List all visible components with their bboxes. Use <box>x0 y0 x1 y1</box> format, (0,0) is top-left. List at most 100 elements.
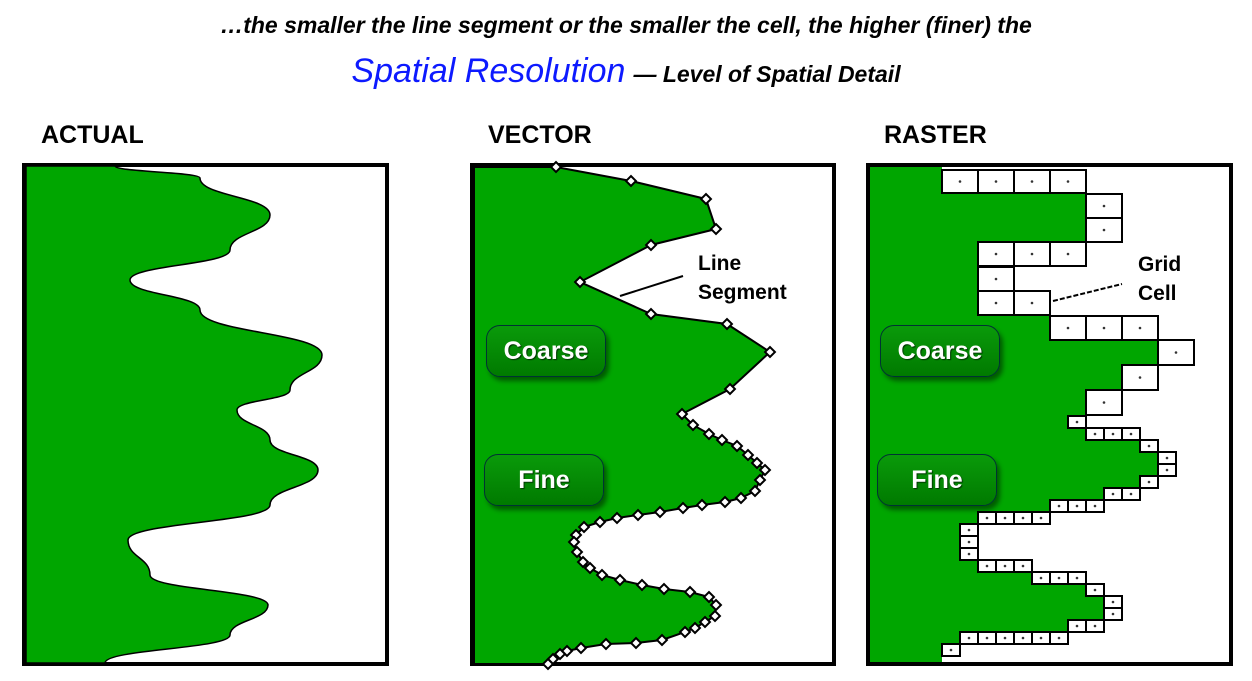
grid-cell <box>995 559 1015 573</box>
vertex-node <box>657 582 671 596</box>
grid-cell <box>959 535 979 549</box>
vertex-node <box>723 382 737 396</box>
cell-center-dot <box>1021 564 1025 568</box>
vertex-node <box>699 192 713 206</box>
grid-cell <box>1031 511 1051 525</box>
grid-cell <box>959 547 979 561</box>
vector-coarse-label: Coarse <box>486 325 606 377</box>
cell-center-dot <box>985 516 989 520</box>
vertex-node <box>644 307 658 321</box>
cell-center-dot <box>1093 432 1097 436</box>
title-line-1: …the smaller the line segment or the sma… <box>220 12 1032 38</box>
grid-cell <box>1067 499 1087 513</box>
cell-center-dot <box>985 636 989 640</box>
cell-center-dot <box>1021 636 1025 640</box>
cell-center-dot <box>1147 480 1151 484</box>
heading-actual: ACTUAL <box>41 121 144 149</box>
cell-center-dot <box>1075 504 1079 508</box>
cell-center-dot <box>1147 444 1151 448</box>
grid-cell <box>959 631 979 645</box>
panel-vector <box>470 160 836 671</box>
grid-cell <box>1031 571 1051 585</box>
grid-cell <box>1085 499 1105 513</box>
cell-center-dot <box>1138 376 1142 379</box>
vertex-node <box>576 555 590 569</box>
vector-fine-label: Fine <box>484 454 604 506</box>
spatial-resolution-term: Spatial Resolution <box>351 52 626 90</box>
grid-cell <box>1049 241 1087 267</box>
raster-grid-cells <box>941 169 1195 657</box>
cell-center-dot <box>1111 612 1115 616</box>
grid-cell <box>1139 475 1159 489</box>
vertex-node <box>683 585 697 599</box>
grid-cell <box>1067 415 1087 429</box>
grid-cell <box>1049 571 1069 585</box>
line-segment-annotation: Line Segment <box>698 249 787 307</box>
cell-center-dot <box>1111 492 1115 496</box>
vertex-node <box>734 491 748 505</box>
line-segment-pointer <box>619 275 684 297</box>
grid-cell <box>977 511 997 525</box>
cell-center-dot <box>949 648 953 652</box>
vertex-node <box>613 573 627 587</box>
vertex-node <box>624 174 638 188</box>
vertex-node <box>688 621 702 635</box>
vertex-node <box>574 641 588 655</box>
cell-center-dot <box>1030 180 1034 183</box>
title-line-2: Spatial Resolution — Level of Spatial Det… <box>0 52 1252 91</box>
vertex-node <box>676 501 690 515</box>
annotation-line-1: Grid <box>1138 253 1182 276</box>
grid-cell <box>1013 559 1033 573</box>
grid-cell <box>1139 439 1159 453</box>
annotation-line-2: Cell <box>1138 282 1177 305</box>
grid-cell <box>1121 364 1159 391</box>
grid-cell <box>1049 169 1087 194</box>
cell-center-dot <box>994 301 998 305</box>
vertex-node <box>698 615 712 629</box>
grid-cell <box>1085 427 1105 441</box>
vertex-node <box>758 463 772 477</box>
vertex-node <box>653 505 667 519</box>
vector-vertices <box>541 160 777 671</box>
panel-actual <box>22 163 389 666</box>
grid-cell <box>1085 217 1123 243</box>
panel-raster <box>866 163 1233 666</box>
vertex-node <box>595 568 609 582</box>
cell-center-dot <box>1093 504 1097 508</box>
grid-cell <box>1157 451 1177 465</box>
cell-center-dot <box>1102 401 1106 404</box>
vertex-node <box>708 609 722 623</box>
grid-cell <box>1121 427 1141 441</box>
vertex-node <box>750 456 764 470</box>
grid-cell <box>1067 619 1087 633</box>
cell-center-dot <box>1165 468 1169 472</box>
vertex-node <box>695 498 709 512</box>
grid-cell <box>1103 595 1123 609</box>
cell-center-dot <box>1003 516 1007 520</box>
vertex-node <box>567 535 581 549</box>
grid-cell <box>1121 487 1141 501</box>
grid-cell <box>1049 499 1069 513</box>
heading-vector: VECTOR <box>488 121 592 149</box>
cell-center-dot <box>1021 516 1025 520</box>
cell-center-dot <box>1129 492 1133 496</box>
title-suffix: — Level of Spatial Detail <box>633 61 901 87</box>
grid-cell <box>1085 389 1123 416</box>
vertex-node <box>593 515 607 529</box>
cell-center-dot <box>1030 301 1034 305</box>
grid-cell <box>977 266 1015 292</box>
vertex-node <box>573 275 587 289</box>
vertex-node <box>675 407 689 421</box>
vertex-node <box>577 520 591 534</box>
grid-cell <box>1157 339 1195 366</box>
vertex-node <box>730 439 744 453</box>
grid-cell <box>1013 169 1051 194</box>
vertex-node <box>644 238 658 252</box>
vertex-node <box>583 561 597 575</box>
grid-cell <box>977 290 1015 316</box>
annotation-line-2: Segment <box>698 281 787 304</box>
grid-cell <box>995 511 1015 525</box>
grid-cell <box>1031 631 1051 645</box>
cell-center-dot <box>1030 252 1034 256</box>
cell-center-dot <box>1066 180 1070 183</box>
